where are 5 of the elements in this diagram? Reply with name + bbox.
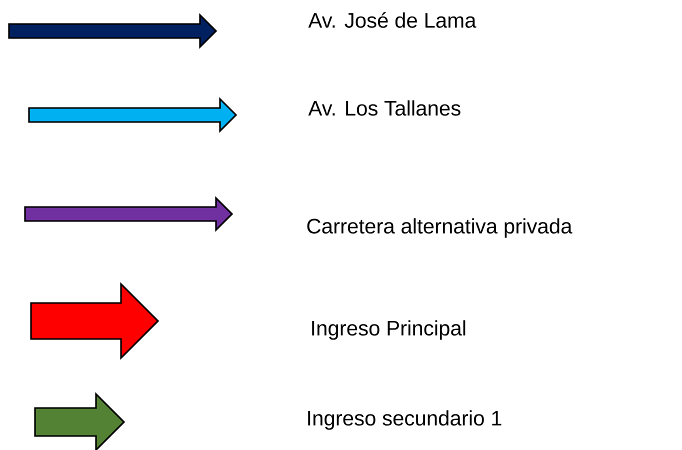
- legend-label: Av. Los Tallanes: [308, 100, 460, 116]
- legend-label: Ingreso Principal: [312, 320, 466, 340]
- legend-label: Av. José de Lama: [308, 12, 476, 28]
- legend-label: Carretera alternativa privada: [307, 218, 572, 238]
- legend-label: Ingreso secundario 1: [308, 410, 502, 430]
